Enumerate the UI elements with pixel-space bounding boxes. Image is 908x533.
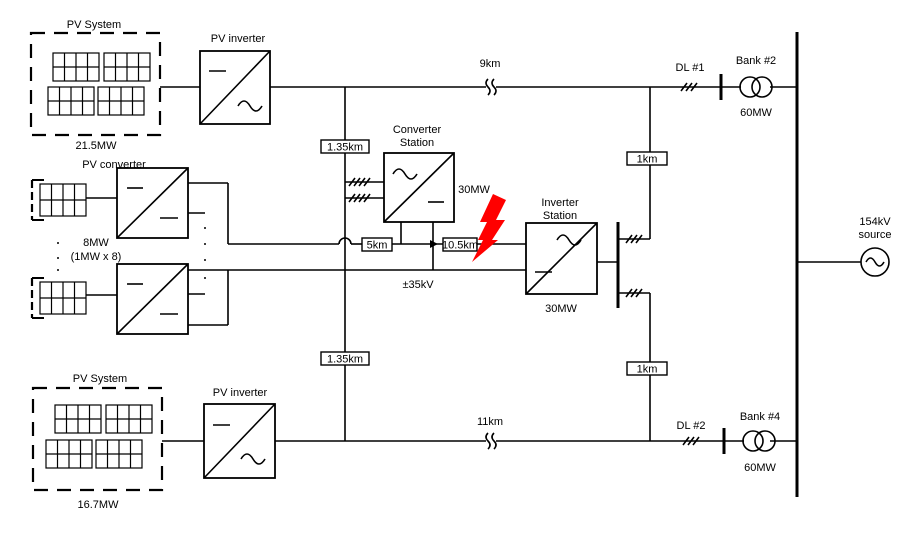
solar-panel-icon [52, 52, 100, 82]
svg-text:1.35km: 1.35km [327, 354, 363, 366]
pv-inverter-bottom-label: PV inverter [213, 387, 268, 399]
converter-station-title-1: Converter [393, 124, 442, 136]
transformer-icon [742, 430, 776, 452]
svg-text:60MW: 60MW [744, 462, 776, 474]
ac-source: 154kV source [858, 216, 892, 277]
pv-inverter-top: PV inverter [199, 33, 271, 125]
transformer-icon [739, 76, 773, 98]
pv-inverter-top-label: PV inverter [211, 33, 266, 45]
solar-panel-icon [45, 439, 93, 469]
pv-system-top-label: PV System [67, 19, 121, 31]
converter-station-title-2: Station [400, 137, 434, 149]
svg-text:1.35km: 1.35km [327, 142, 363, 154]
bank-4: Bank #4 60MW [724, 411, 780, 474]
segment-1km-bottom: 1km [626, 361, 668, 376]
bank-2: Bank #2 60MW [721, 55, 776, 119]
solar-panel-icon [97, 86, 145, 116]
svg-text:1km: 1km [637, 154, 658, 166]
pv-system-top: PV System 21.5MW [29, 19, 162, 152]
pv-system-bottom-label: PV System [73, 373, 127, 385]
line-break-11km: 11km [477, 416, 503, 450]
svg-text:Bank #4: Bank #4 [740, 411, 780, 423]
svg-text:10.5km: 10.5km [442, 240, 478, 252]
pv-converter-panel-2 [30, 277, 87, 319]
inverter-station-title-2: Station [543, 210, 577, 222]
pv-converter-rating: 8MW [83, 237, 109, 249]
pv-system-top-rating: 21.5MW [76, 140, 118, 152]
solar-panel-icon [105, 404, 153, 434]
inverter-station: Inverter Station 30MW [525, 197, 598, 315]
svg-text:11km: 11km [477, 416, 503, 428]
wiring [85, 86, 861, 442]
pv-converter-panel-1 [30, 179, 87, 221]
svg-text:5km: 5km [367, 240, 388, 252]
solar-panel-icon [54, 404, 102, 434]
inverter-station-title-1: Inverter [541, 197, 579, 209]
converter-station: Converter Station 30MW [383, 124, 491, 223]
pv-system-bottom: PV System 16.7MW [31, 373, 164, 511]
segment-1km-top: 1km [626, 151, 668, 166]
lightning-bolt-icon [472, 194, 506, 262]
line-break-9km: 9km [480, 58, 501, 96]
pv-system-bottom-rating: 16.7MW [78, 499, 120, 511]
continuation-dots [57, 227, 206, 279]
solar-panel-icon [47, 86, 95, 116]
pv-converter-unit-2 [116, 263, 189, 335]
dl-1: DL #1 [676, 62, 723, 100]
converter-station-rating: 30MW [458, 184, 490, 196]
inverter-station-rating: 30MW [545, 303, 577, 315]
segment-1-35km-top: 1.35km [320, 139, 370, 154]
svg-text:1km: 1km [637, 364, 658, 376]
pv-inverter-bottom: PV inverter [203, 387, 276, 479]
pv-converter-unit-1 [116, 167, 189, 239]
segment-10-5km: 10.5km [442, 237, 478, 252]
svg-text:DL #1: DL #1 [676, 62, 705, 74]
pv-converter-units: (1MW x 8) [71, 251, 122, 263]
solar-panel-icon [103, 52, 151, 82]
arrow-icon [430, 240, 438, 248]
solar-panel-icon [95, 439, 143, 469]
solar-panel-icon [39, 281, 87, 315]
segment-5km: 5km [361, 237, 393, 252]
solar-panel-icon [39, 183, 87, 217]
ac-source-icon [860, 247, 890, 277]
svg-text:60MW: 60MW [740, 107, 772, 119]
dc-voltage-label: ±35kV [402, 279, 434, 291]
breaker-slashes [348, 82, 700, 446]
svg-text:Bank #2: Bank #2 [736, 55, 776, 67]
svg-text:DL #2: DL #2 [677, 420, 706, 432]
segment-1-35km-bottom: 1.35km [320, 351, 370, 366]
svg-text:source: source [858, 229, 891, 241]
svg-text:9km: 9km [480, 58, 501, 70]
dl-2: DL #2 [677, 420, 726, 454]
svg-text:154kV: 154kV [859, 216, 891, 228]
